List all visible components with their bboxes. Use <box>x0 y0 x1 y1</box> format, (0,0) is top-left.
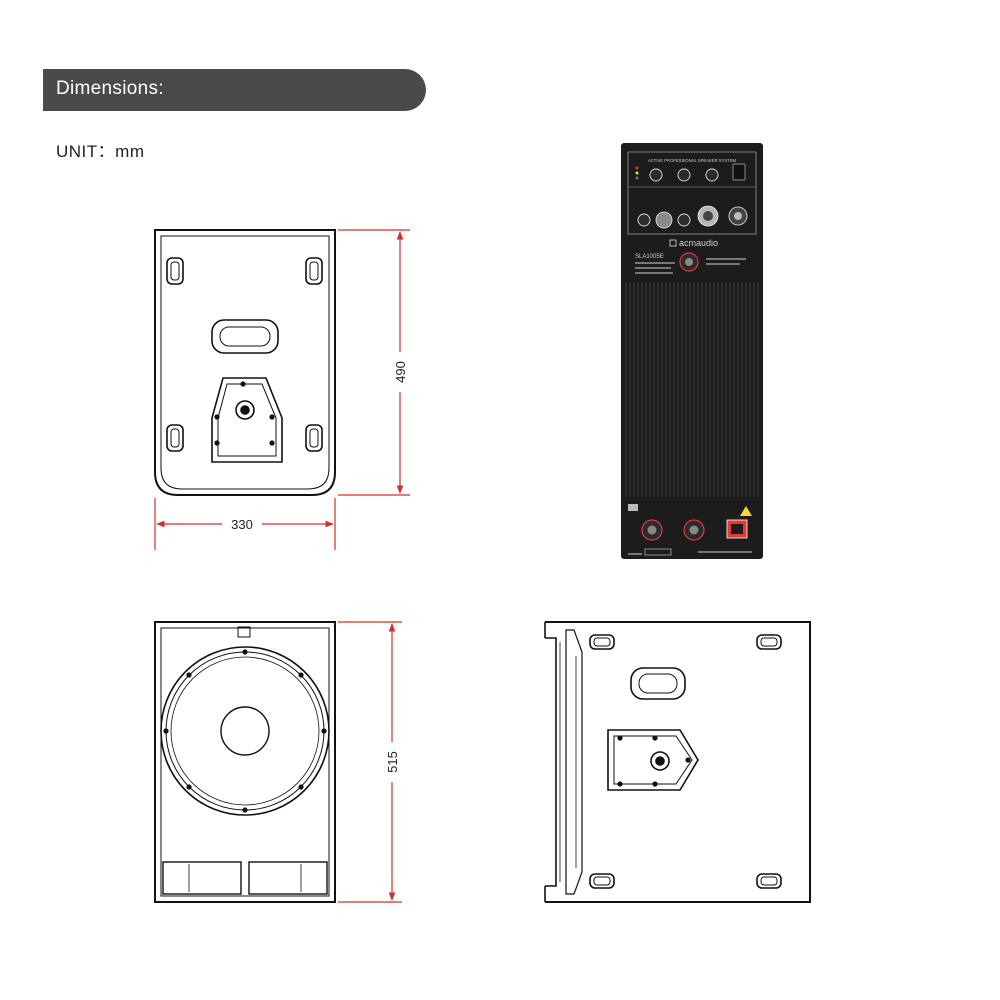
panel-brand: acmaudio <box>679 238 718 248</box>
panel-model: SLA1005E <box>635 254 664 260</box>
dimension-width-top <box>154 498 336 550</box>
panel-header: ACTIVE PROFESSIONAL SPEAKER SYSTEM <box>648 158 737 163</box>
dimension-height-top <box>338 229 410 496</box>
label-width-330: 330 <box>231 517 253 532</box>
unit-label: UNIT：mm <box>56 142 145 161</box>
label-height-515: 515 <box>385 751 400 773</box>
front-view <box>154 621 336 903</box>
dimensions-banner: Dimensions: <box>43 69 426 111</box>
label-height-490: 490 <box>393 361 408 383</box>
section-title: Dimensions: <box>56 78 164 99</box>
amplifier-panel: ACTIVE PROFESSIONAL SPEAKER SYSTEM acmau… <box>621 143 763 559</box>
top-view <box>154 229 336 496</box>
dimension-height-front <box>338 621 402 903</box>
side-view <box>544 621 811 903</box>
